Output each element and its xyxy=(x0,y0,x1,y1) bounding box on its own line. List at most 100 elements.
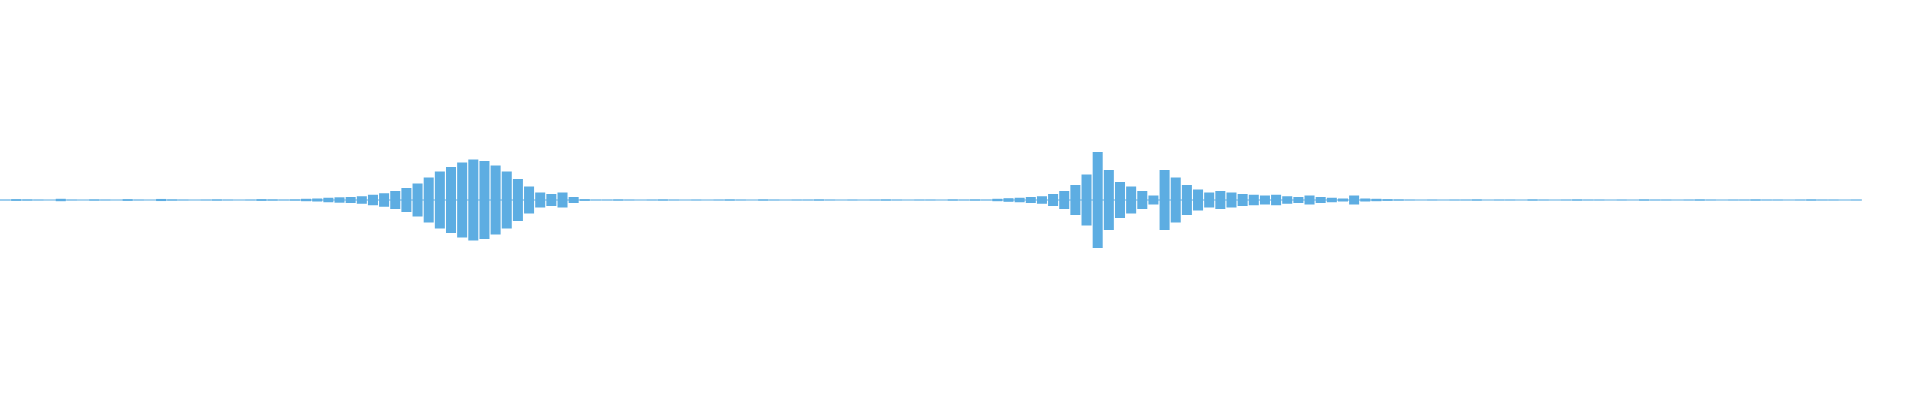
waveform-sample-bar xyxy=(1438,199,1449,201)
waveform-sample-bar xyxy=(958,199,969,201)
waveform-sample-bar xyxy=(1103,170,1114,230)
waveform-sample-bar xyxy=(646,199,657,201)
waveform-sample-bar xyxy=(278,199,289,201)
waveform-sample-bar xyxy=(1806,199,1817,201)
waveform-sample-bar xyxy=(512,179,523,221)
waveform-sample-bar xyxy=(747,199,758,201)
waveform-sample-bar xyxy=(680,199,691,201)
waveform-sample-bar xyxy=(100,199,111,201)
waveform-sample-bar xyxy=(1482,199,1493,201)
waveform-sample-bar xyxy=(200,199,211,201)
waveform-sample-bar xyxy=(1226,192,1237,208)
waveform-sample-bar xyxy=(668,199,680,201)
waveform-sample-bar xyxy=(1193,189,1204,211)
waveform-sample-bar xyxy=(1817,199,1828,201)
waveform-sample-bar xyxy=(211,199,222,201)
waveform-sample-bar xyxy=(267,199,278,201)
waveform-sample-bar xyxy=(657,199,668,201)
waveform-sample-bar xyxy=(22,199,33,201)
waveform-sample-bar xyxy=(1538,199,1549,201)
waveform-sample-bar xyxy=(869,199,880,201)
waveform-sample-bar xyxy=(1271,194,1282,206)
waveform-sample-bar xyxy=(1393,199,1404,201)
waveform-sample-bar xyxy=(1683,199,1694,201)
waveform-sample-bar xyxy=(1237,194,1248,206)
waveform-sample-bar xyxy=(0,199,11,201)
waveform-sample-bar xyxy=(1114,182,1125,218)
waveform-sample-bar xyxy=(334,197,345,203)
waveform-sample-bar xyxy=(1583,199,1594,201)
waveform-sample-bar xyxy=(568,197,579,203)
waveform-sample-bar xyxy=(289,199,300,201)
waveform-sample-bar xyxy=(1293,197,1304,203)
waveform-sample-bar xyxy=(78,199,89,201)
waveform-sample-bar xyxy=(1137,191,1148,209)
waveform-sample-bar xyxy=(702,199,713,201)
waveform-sample-bar xyxy=(1215,191,1226,209)
waveform-sample-bar xyxy=(1337,198,1348,202)
waveform-sample-bar xyxy=(925,199,936,201)
waveform-sample-bar xyxy=(1315,197,1326,203)
waveform-sample-bar xyxy=(602,199,613,201)
waveform-sample-bar xyxy=(981,199,992,201)
waveform-sample-bar xyxy=(1204,192,1215,208)
waveform-sample-bar xyxy=(1627,199,1638,201)
waveform-sample-bar xyxy=(1181,185,1192,215)
waveform-sample-bar xyxy=(1505,199,1516,201)
waveform-sample-bar xyxy=(167,199,178,201)
waveform-sample-bar xyxy=(613,199,624,201)
waveform-sample-bar xyxy=(535,192,546,208)
waveform-sample-bar xyxy=(1672,199,1683,201)
waveform-sample-bar xyxy=(858,199,869,201)
waveform-sample-bar xyxy=(691,199,702,201)
waveform-sample-bar xyxy=(345,197,356,203)
waveform-sample-bar xyxy=(1761,199,1772,201)
waveform-sample-bar xyxy=(66,199,77,201)
waveform-sample-bar xyxy=(1326,197,1337,203)
waveform-sample-bar xyxy=(1705,199,1716,201)
waveform-sample-bar xyxy=(111,199,122,201)
waveform-sample-bar xyxy=(1694,199,1705,201)
waveform-sample-bar xyxy=(234,199,245,201)
waveform-sample-bar xyxy=(312,198,323,202)
waveform-sample-bar xyxy=(1081,174,1092,226)
waveform-sample-bar xyxy=(133,199,144,201)
waveform-sample-bar xyxy=(1449,199,1460,201)
waveform-sample-bar xyxy=(1382,199,1393,201)
waveform-sample-bar xyxy=(256,199,267,201)
waveform-sample-bar xyxy=(1148,195,1159,205)
waveform-sample-bar xyxy=(780,199,791,201)
waveform-sample-bar xyxy=(412,183,423,217)
waveform-sample-bar xyxy=(1248,194,1259,206)
waveform-sample-bar xyxy=(624,199,635,201)
waveform-sample-bar xyxy=(356,196,367,204)
waveform-sample-bar xyxy=(1772,199,1783,201)
waveform-sample-bar xyxy=(323,197,334,203)
waveform-sample-bar xyxy=(1661,199,1672,201)
waveform-sample-bar xyxy=(735,199,746,201)
waveform-sample-bar xyxy=(1839,199,1850,201)
waveform-sample-bar xyxy=(914,199,925,201)
waveform-sample-bar xyxy=(1036,196,1047,204)
waveform-sample-bar xyxy=(769,199,780,201)
waveform-sample-bar xyxy=(479,161,490,239)
waveform-sample-bar xyxy=(501,171,512,229)
waveform-sample-bar xyxy=(423,177,434,223)
waveform-sample-bar xyxy=(1594,199,1605,201)
waveform-sample-bar xyxy=(635,199,646,201)
waveform-sample-bar xyxy=(245,199,256,201)
waveform-sample-bar xyxy=(1003,198,1014,202)
waveform-sample-bar xyxy=(1025,197,1036,203)
waveform-sample-bar xyxy=(1126,186,1137,214)
waveform-sample-bar xyxy=(1471,199,1482,201)
waveform-sample-bar xyxy=(1371,198,1382,202)
waveform-sample-bar xyxy=(122,199,133,201)
waveform-sample-bar xyxy=(546,194,557,206)
waveform-sample-bar xyxy=(468,159,479,241)
waveform-sample-bar xyxy=(1783,199,1794,201)
waveform-sample-bar xyxy=(970,199,981,201)
waveform-sample-bar xyxy=(1616,199,1627,201)
waveform-sample-bar xyxy=(1159,170,1170,230)
waveform-sample-bar xyxy=(791,199,802,201)
waveform-sample-bar xyxy=(1494,199,1505,201)
